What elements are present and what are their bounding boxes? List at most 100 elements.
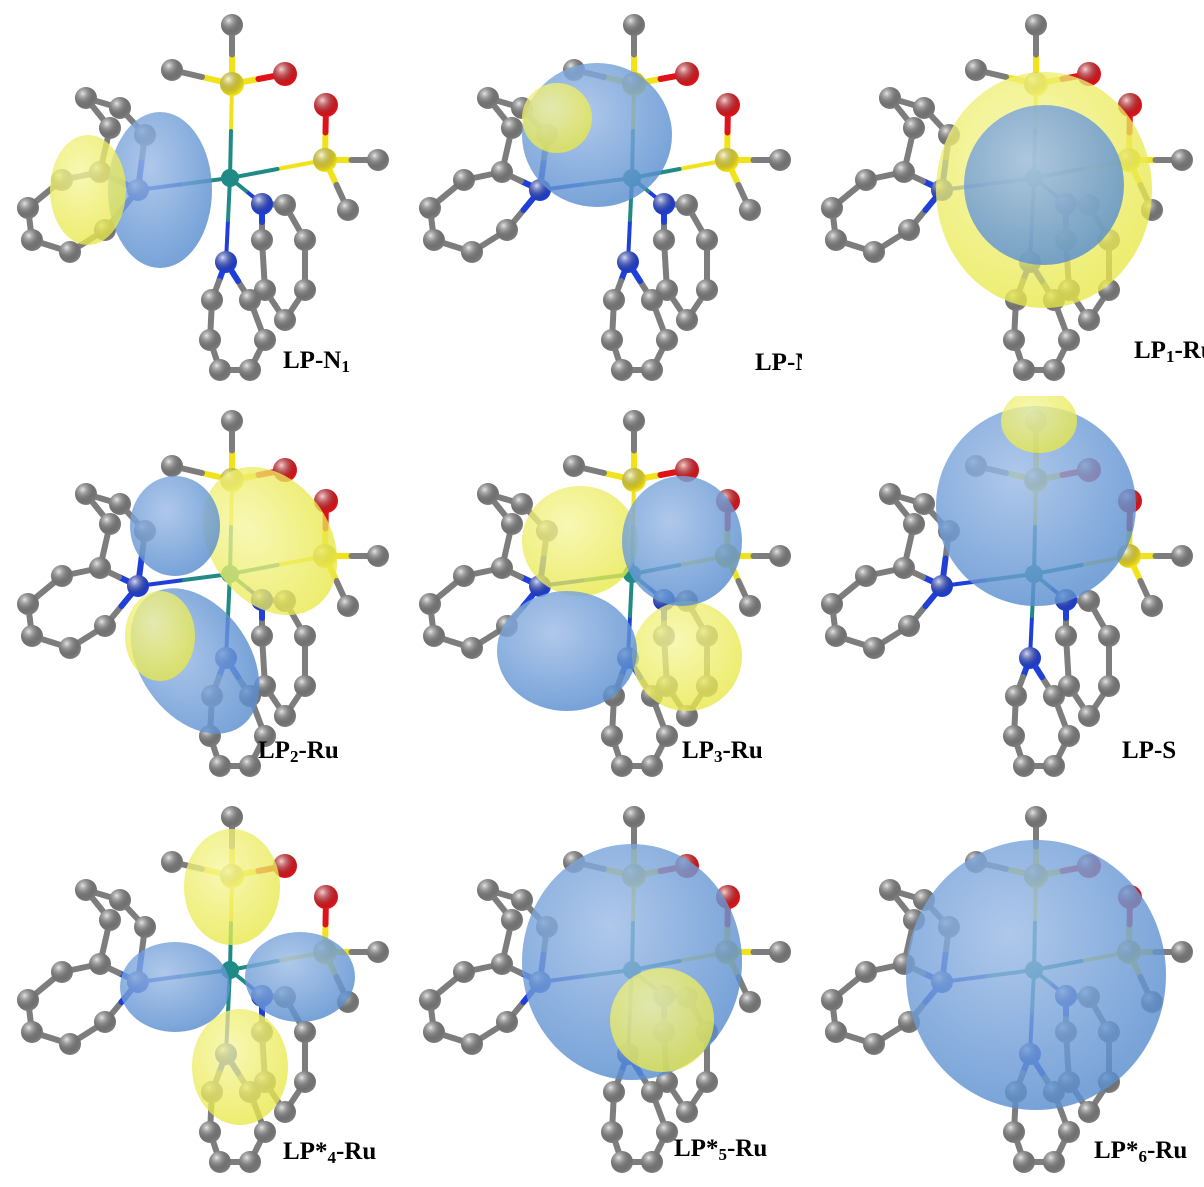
atom-highlight (161, 59, 183, 81)
atom-highlight (453, 565, 475, 587)
atom-highlight (1171, 941, 1193, 963)
atom-highlight (251, 229, 273, 251)
atom-highlight (17, 197, 39, 219)
atom-highlight (209, 755, 231, 777)
orbital-lobes (936, 396, 1136, 606)
atom-highlight (1098, 625, 1120, 647)
atom-highlight (251, 625, 273, 647)
atom-highlight (51, 565, 73, 587)
atom-highlight (855, 169, 877, 191)
atom-highlight (656, 329, 678, 351)
atom-highlight (99, 513, 121, 535)
atom-highlight (423, 229, 445, 251)
negative-lobe (50, 135, 126, 245)
atom-highlight (1043, 1151, 1065, 1173)
positive-lobe (964, 105, 1124, 265)
atom-highlight (563, 455, 585, 477)
atom-highlight (59, 241, 81, 263)
bonds (427, 418, 783, 769)
atom-highlight (825, 1021, 847, 1043)
atom-highlight (716, 93, 740, 117)
label-subscript: 3 (713, 747, 723, 766)
negative-lobe (1001, 396, 1077, 453)
atom-highlight (769, 545, 791, 567)
atom-highlight (739, 595, 761, 617)
atom-highlight (199, 329, 221, 351)
atom-highlight (623, 806, 645, 828)
atom-highlight (898, 219, 920, 241)
molecule-lp3-ru (419, 410, 791, 777)
atom-highlight (496, 1011, 518, 1033)
atom-highlight (623, 14, 645, 36)
label-prefix: LP-N (755, 349, 802, 376)
atom-highlight (931, 575, 953, 597)
label-subscript: 6 (1138, 1147, 1147, 1166)
atom-highlight (109, 493, 131, 515)
atom-highlight (209, 1151, 231, 1173)
atom-highlight (89, 557, 111, 579)
atom-highlight (314, 489, 338, 513)
atom-highlight (1003, 329, 1025, 351)
orbital-panel-lp2-ru: LP2-Ru (0, 396, 400, 791)
atom-highlight (254, 1121, 276, 1143)
atom-highlight (511, 493, 533, 515)
orbital-panel-lp3-ru: LP3-Ru (402, 396, 802, 791)
atom-highlight (893, 557, 915, 579)
orbital-lobes (125, 466, 338, 734)
atom-highlight (496, 219, 518, 241)
molecule-lp-n1 (17, 14, 389, 381)
label-suffix: -Ru (722, 737, 763, 764)
atom-highlight (294, 675, 316, 697)
positive-lobe (245, 932, 355, 1022)
atom-highlight (623, 410, 645, 432)
atom-highlight (1098, 675, 1120, 697)
atom-highlight (501, 513, 523, 535)
label-prefix: LP* (674, 1135, 719, 1162)
atom-highlight (863, 241, 885, 263)
orbital-panel-lp-s: LP-S (804, 396, 1204, 791)
atom-highlight (501, 909, 523, 931)
atoms (419, 410, 791, 777)
atom-highlight (617, 251, 639, 273)
atom-highlight (696, 1071, 718, 1093)
positive-lobe (906, 840, 1166, 1110)
orbital-lobes (497, 476, 742, 711)
atom-highlight (294, 1021, 316, 1043)
label-prefix: LP-N (283, 347, 342, 374)
label-prefix: LP-S (1122, 737, 1177, 764)
negative-lobe (202, 466, 338, 616)
molecule-lp-s (821, 396, 1193, 777)
atom-highlight (127, 575, 149, 597)
molecule-lp6-ru (821, 806, 1193, 1173)
atom-highlight (337, 595, 359, 617)
label-suffix: -Ru (335, 1138, 377, 1165)
atom-highlight (603, 1081, 625, 1103)
atom-highlight (821, 593, 843, 615)
atom-highlight (1171, 149, 1193, 171)
atom-highlight (879, 87, 901, 109)
label-subscript: 4 (327, 1148, 336, 1167)
atom-highlight (221, 14, 243, 36)
atom-highlight (715, 148, 739, 172)
atom-highlight (453, 169, 475, 191)
atom-highlight (367, 941, 389, 963)
atom-highlight (254, 329, 276, 351)
atom-highlight (367, 545, 389, 567)
atom-highlight (75, 483, 97, 505)
label-suffix: -Ru (726, 1135, 768, 1162)
panel-label: LP*5-Ru (674, 1135, 768, 1163)
atom-highlight (314, 885, 338, 909)
negative-lobe (125, 591, 195, 681)
panel-label: LP-S (1122, 738, 1176, 763)
atom-highlight (17, 593, 39, 615)
positive-lobe (120, 942, 230, 1032)
atom-highlight (461, 1033, 483, 1055)
atom-highlight (622, 468, 646, 492)
atom-highlight (1025, 806, 1047, 828)
atom-highlight (1013, 755, 1035, 777)
negative-lobe (192, 1009, 288, 1125)
orbital-lobes (522, 63, 672, 207)
atom-highlight (696, 279, 718, 301)
atom-highlight (59, 637, 81, 659)
atom-highlight (653, 193, 675, 215)
